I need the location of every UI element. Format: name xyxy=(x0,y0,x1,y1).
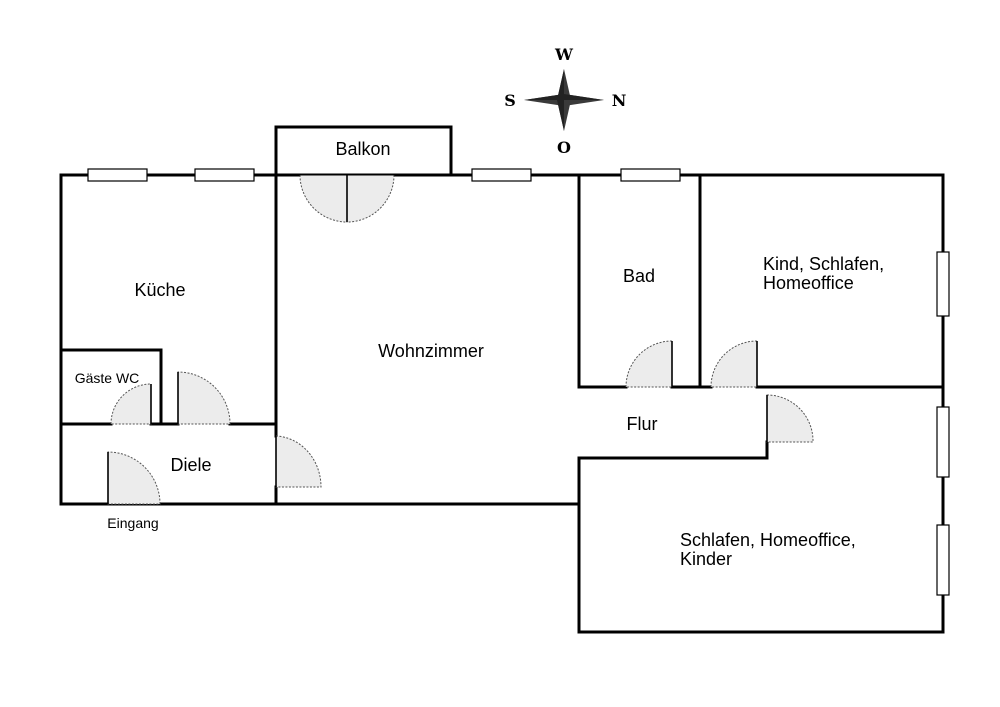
room-label-wohnzimmer: Wohnzimmer xyxy=(378,341,484,361)
balkon-double-door xyxy=(299,174,395,223)
compass-label-top: W xyxy=(554,45,574,64)
gaeste-wc-door xyxy=(110,383,152,425)
kind-door xyxy=(710,340,758,388)
compass-label-left: S xyxy=(504,91,516,110)
room-label-schlafen-line1: Schlafen, Homeoffice, xyxy=(680,530,856,550)
bad-door xyxy=(625,340,673,388)
room-label-kueche: Küche xyxy=(134,280,185,300)
windows xyxy=(87,168,950,596)
window xyxy=(936,251,950,317)
entrance-door xyxy=(107,451,161,505)
room-label-schlafen-line2: Kinder xyxy=(680,549,732,569)
room-label-kind-line2: Homeoffice xyxy=(763,273,854,293)
room-label-balkon: Balkon xyxy=(335,139,390,159)
room-label-flur: Flur xyxy=(627,414,658,434)
room-label-bad: Bad xyxy=(623,266,655,286)
compass-label-right: N xyxy=(612,91,627,110)
doors xyxy=(107,174,814,505)
entrance-label: Eingang xyxy=(107,515,158,531)
window xyxy=(936,406,950,478)
window xyxy=(194,168,255,182)
room-label-kind-line1: Kind, Schlafen, xyxy=(763,254,884,274)
wohnzimmer-door xyxy=(275,435,322,488)
room-labels: Balkon Küche Gäste WC Wohnzimmer Bad Kin… xyxy=(75,139,884,569)
window xyxy=(620,168,681,182)
window xyxy=(87,168,148,182)
room-label-gaeste-wc: Gäste WC xyxy=(75,370,140,386)
window xyxy=(936,524,950,596)
window xyxy=(471,168,532,182)
compass-rose: W S N O xyxy=(504,45,626,157)
schlafen-door xyxy=(766,394,814,443)
room-label-diele: Diele xyxy=(170,455,211,475)
kueche-door xyxy=(177,371,231,425)
compass-label-bottom: O xyxy=(557,138,571,157)
